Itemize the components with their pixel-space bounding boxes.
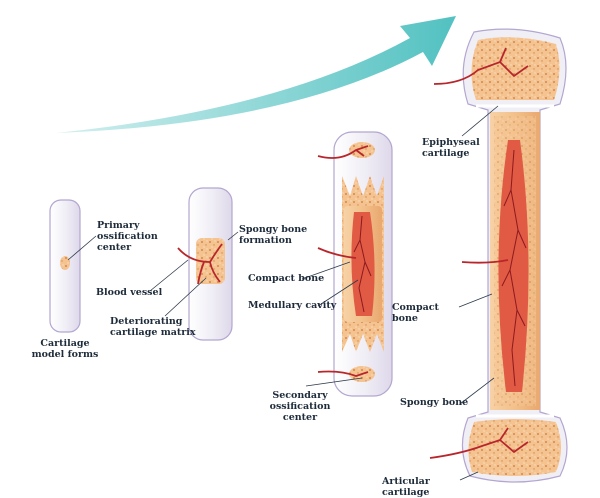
label-compact-bone-stage3: Compact bone [248,273,325,284]
label-primary-ossification: Primary ossification center [97,220,158,253]
label-cartilage-model: Cartilage model forms [31,338,99,360]
primary-ossification-center [60,256,70,270]
medullary-cavity-region [351,212,375,316]
label-deteriorating-cartilage-matrix: Deteriorating cartilage matrix [110,316,196,338]
blood-vessel [177,243,223,285]
label-spongy-bone: Spongy bone [400,397,469,408]
stage-secondary-ossification [317,131,393,397]
medullary-cavity-mature [498,140,529,392]
stage-cartilage-model [49,199,81,333]
label-blood-vessel: Blood vessel [96,287,163,298]
leader-lines [67,105,499,481]
label-spongy-bone-formation: Spongy bone formation [239,224,308,246]
stage-primary-ossification [177,187,233,341]
label-articular-cartilage: Articular cartilage [382,476,430,498]
label-epiphyseal-cartilage: Epiphyseal cartilage [422,137,480,159]
growth-arrow [56,16,456,133]
proximal-epiphysis [471,37,560,100]
label-secondary-ossification: Secondary ossification center [269,390,331,423]
label-compact-bone-stage4: Compact bone [392,302,439,324]
label-medullary-cavity: Medullary cavity [248,300,337,311]
stage-mature-bone [429,28,568,483]
distal-epiphysis [468,419,561,476]
